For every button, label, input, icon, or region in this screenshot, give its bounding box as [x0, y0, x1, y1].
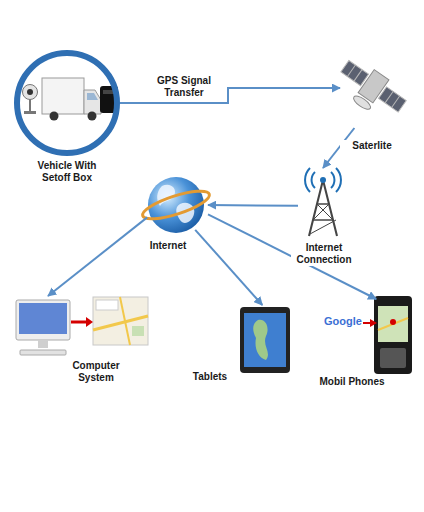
- solar-panel: [379, 87, 407, 112]
- computer-icon: [16, 300, 70, 355]
- tower-icon: [305, 168, 341, 236]
- map-road: [120, 297, 130, 345]
- phone-node: Mobil Phones: [372, 295, 414, 375]
- map-park: [132, 326, 144, 336]
- globe-ring: [140, 186, 212, 225]
- panel-grid: [385, 91, 393, 102]
- vehicle-circle: [17, 53, 117, 153]
- panel-grid: [354, 70, 362, 81]
- connector-arrow: [208, 204, 298, 207]
- computer-node: Computer System: [14, 296, 150, 358]
- connector-arrow: [208, 214, 376, 299]
- webcam-icon: [23, 85, 38, 115]
- satellite-icon: [331, 55, 410, 126]
- monitor: [16, 300, 70, 340]
- signal-wave: [336, 168, 341, 192]
- tablet-screen: [244, 313, 286, 367]
- tower-antenna: [320, 177, 326, 183]
- truck-icon: [42, 78, 101, 121]
- phone-keypad: [380, 348, 406, 368]
- truck-wheel: [50, 112, 59, 121]
- node-label: Mobil Phones: [310, 376, 394, 388]
- map-sheet: [93, 297, 148, 345]
- node-label: Internet Connection: [291, 242, 357, 266]
- phone-icon: [374, 296, 412, 374]
- tower-brace: [317, 204, 333, 220]
- satellite-dish: [352, 94, 373, 112]
- solar-panel: [341, 60, 369, 85]
- red-arrowhead: [370, 319, 377, 327]
- tablet-node: Tablets: [238, 305, 292, 377]
- tablet-icon: [240, 307, 290, 373]
- panel-grid: [347, 65, 355, 76]
- phone-body: [374, 296, 412, 374]
- node-label: Saterlite: [340, 140, 404, 152]
- tower-brace: [313, 204, 329, 220]
- logo-text: Google: [324, 315, 362, 328]
- monitor-stand: [38, 340, 48, 348]
- tablet-frame: [240, 307, 290, 373]
- vehicle-node: Vehicle With Setoff Box: [14, 50, 120, 156]
- signal-wave: [331, 172, 334, 188]
- webcam-stand: [29, 99, 31, 112]
- node-label: Vehicle With Setoff Box: [28, 160, 106, 184]
- satellite-node: Saterlite: [340, 48, 412, 128]
- node-label: Internet: [138, 240, 198, 252]
- panel-grid: [392, 96, 400, 107]
- webcam-body: [23, 85, 38, 100]
- connector-arrow: [120, 88, 340, 103]
- webcam-base: [24, 111, 36, 114]
- truck-window: [87, 93, 98, 100]
- map-road: [378, 318, 408, 330]
- tower-brace: [317, 203, 329, 205]
- red-arrowhead: [86, 317, 93, 327]
- phone-screen: [378, 306, 408, 342]
- globe-node: Internet: [144, 174, 208, 236]
- globe-sphere: [148, 177, 204, 233]
- keyboard: [20, 350, 66, 355]
- truck-cab: [84, 90, 101, 114]
- node-outline: [14, 50, 120, 156]
- map-info: [96, 300, 118, 310]
- tower-node: Internet Connection: [298, 168, 348, 238]
- tower-brace: [310, 220, 336, 234]
- webcam-lens: [27, 89, 33, 95]
- truck-cargo: [42, 78, 84, 114]
- node-label: Computer System: [65, 360, 127, 384]
- signal-wave: [312, 172, 315, 188]
- connector-arrow: [195, 230, 262, 305]
- node-label: Tablets: [183, 371, 237, 383]
- signal-wave: [305, 168, 310, 192]
- map-pin: [390, 319, 396, 325]
- tower-brace: [313, 219, 333, 221]
- truck-wheel: [88, 112, 97, 121]
- monitor-screen: [19, 303, 67, 334]
- edge-label: GPS Signal Transfer: [152, 75, 216, 99]
- red-arrow: [71, 321, 88, 324]
- map-picture: [93, 297, 148, 345]
- connector-arrow: [48, 217, 147, 296]
- globe-icon: [140, 177, 212, 233]
- map-land: [253, 320, 268, 360]
